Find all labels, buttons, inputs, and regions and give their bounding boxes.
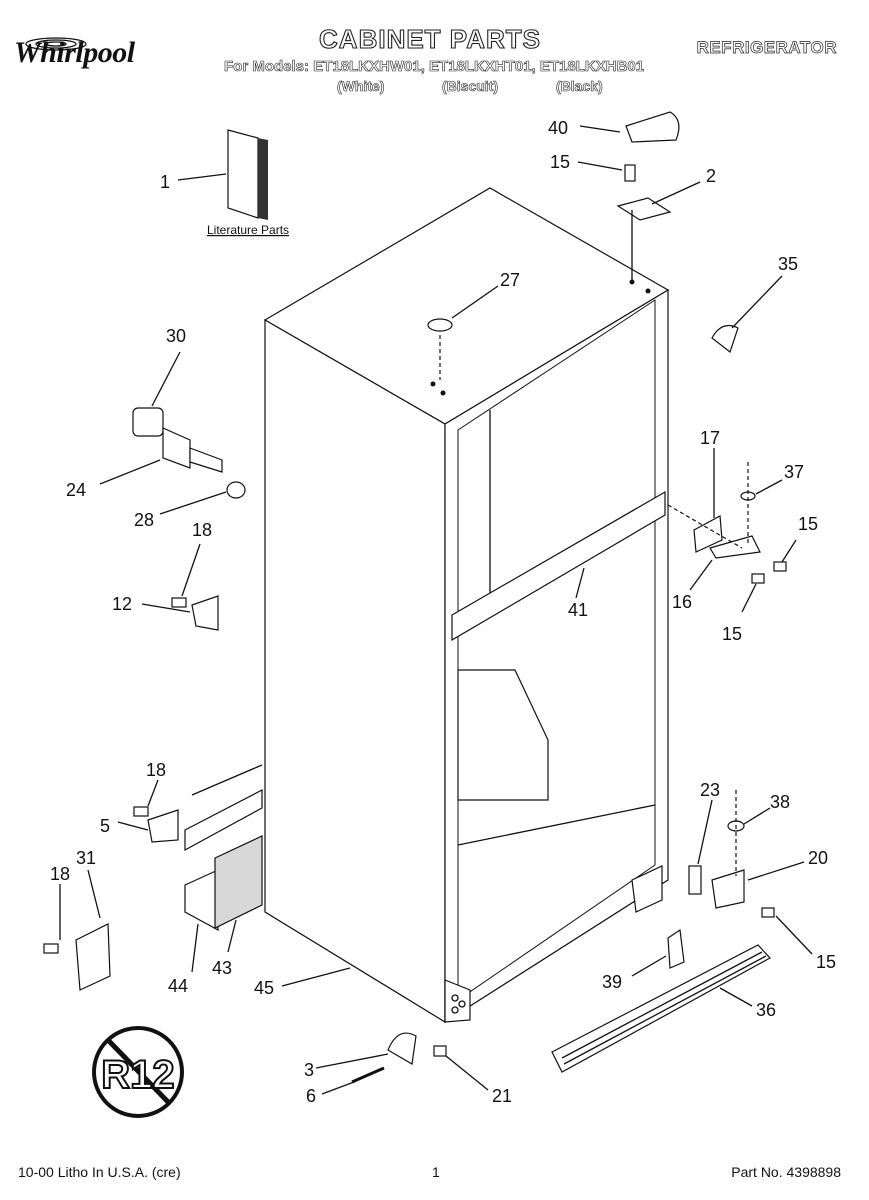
callout-17: 17 [700,428,720,448]
part-35-cap [711,325,739,353]
part-15-screw-c [751,573,765,584]
callout-20: 20 [808,848,828,868]
part-18-screw-a [171,597,187,608]
part-24-fitting [162,427,223,473]
part-5-clip [147,809,179,843]
models-line: For Models: ET18LKXHW01, ET18LKXHT01, ET… [224,58,645,76]
callout-6: 6 [306,1086,316,1106]
part-44-bracket [184,869,219,932]
part-27-plug [427,318,453,380]
part-41-rail [451,490,666,642]
callout-18-c: 18 [50,864,70,884]
callout-38: 38 [770,792,790,812]
part-18-screw-b [133,806,149,817]
callout-1: 1 [160,172,170,192]
part-31-cover [75,923,111,991]
callout-18: 18 [192,520,212,540]
part-15-screw-b [773,561,787,572]
part-2-top-hinge [616,164,672,280]
variant-biscuit: (Biscuit) [442,78,499,95]
callout-2: 2 [706,166,716,186]
part-43-insulation [214,835,263,929]
part-40-hinge-cover [625,111,680,143]
callout-35: 35 [778,254,798,274]
callout-31: 31 [76,848,96,868]
callout-21: 21 [492,1086,512,1106]
callout-15-c: 15 [722,624,742,644]
category-label: REFRIGERATOR [696,38,837,58]
part-3-roller [387,1032,417,1065]
part-number: Part No. 4398898 [731,1164,841,1180]
literature-parts-label: Literature Parts [207,223,289,237]
callout-15-d: 15 [816,952,836,972]
brand-logo: Whirlpool [14,36,135,70]
refrigerator-cabinet [263,187,670,1024]
callout-41: 41 [568,600,588,620]
callout-24: 24 [66,480,86,500]
callout-45: 45 [254,978,274,998]
brand-logo-text: Whirlpool [14,36,135,69]
callout-15-b: 15 [798,514,818,534]
callout-28: 28 [134,510,154,530]
part-39-clip [667,928,685,969]
callout-36: 36 [756,1000,776,1020]
part-23-shim [688,865,702,895]
callout-40: 40 [548,118,568,138]
literature-booklet [227,129,268,220]
part-30-gasket [132,407,164,437]
callout-30: 30 [166,326,186,346]
part-21-screw [433,1045,447,1057]
footer-litho: 10-00 Litho In U.S.A. (cre) [18,1164,181,1180]
callout-3: 3 [304,1060,314,1080]
whirlpool-swirl-icon [25,37,87,51]
part-12-clip [191,595,219,631]
callout-5: 5 [100,816,110,836]
callout-15: 15 [550,152,570,172]
leader-lines [59,125,813,1095]
callout-12: 12 [112,594,132,614]
callout-43: 43 [212,958,232,978]
part-15-screw-d [761,907,775,918]
callout-18-b: 18 [146,760,166,780]
part-20-hinge [711,869,745,909]
part-6-pin [351,1066,385,1084]
callout-23: 23 [700,780,720,800]
callout-44: 44 [168,976,188,996]
no-r12-badge: R12 [92,1026,184,1118]
variant-black: (Black) [556,78,603,95]
page-title: CABINET PARTS [318,23,541,54]
part-28-ring [226,481,246,499]
part-18-screw-c [43,943,59,954]
callout-16: 16 [672,592,692,612]
part-17-bracket [693,515,723,553]
callout-27: 27 [500,270,520,290]
page-number: 1 [432,1164,440,1180]
badge-text: R12 [101,1053,174,1097]
callout-37: 37 [784,462,804,482]
part-36-grille [551,944,771,1073]
callout-39: 39 [602,972,622,992]
variant-white: (White) [337,78,385,95]
callout-labels: 1 40 15 2 35 27 30 24 28 18 12 17 37 15 … [50,118,836,1106]
